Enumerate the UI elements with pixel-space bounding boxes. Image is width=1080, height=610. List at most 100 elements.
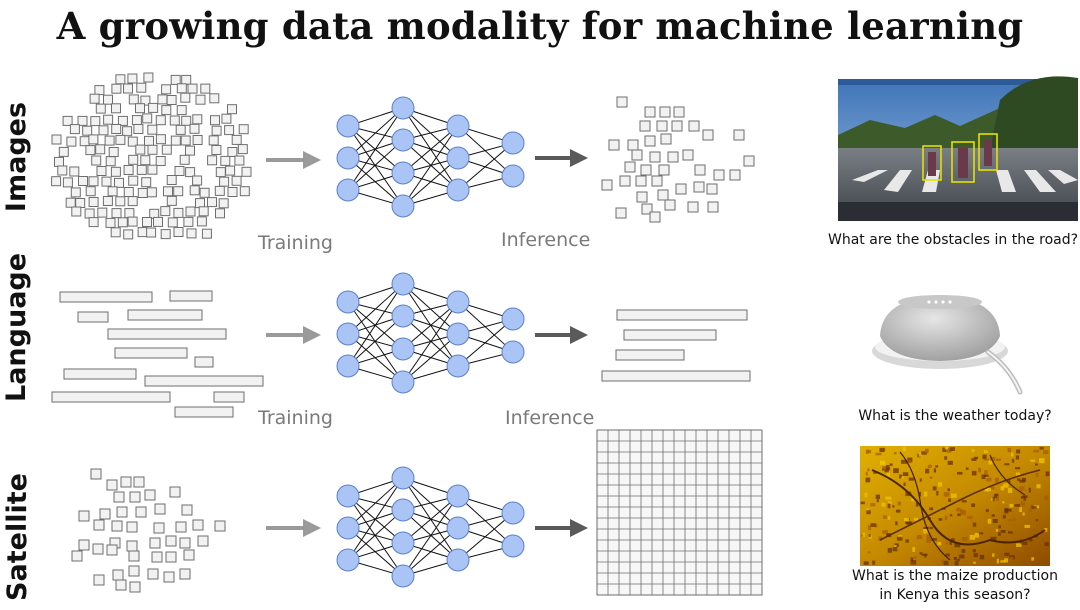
satellite-sample-square [93, 519, 105, 531]
image-sample-square [224, 125, 235, 136]
heat-pixel [907, 457, 913, 463]
satellite-sample-square [113, 491, 125, 503]
image-sample-square [123, 229, 134, 240]
heat-pixel [897, 501, 901, 506]
heat-pixel [1022, 541, 1028, 545]
image-sample-square [180, 135, 191, 146]
satellite-training-samples [71, 468, 226, 593]
heat-pixel [1014, 504, 1020, 507]
slide-title: A growing data modality for machine lear… [56, 4, 1024, 48]
satellite-sample-square [179, 537, 191, 549]
heat-pixel [984, 470, 988, 475]
image-sample-square [65, 197, 76, 208]
network-node [501, 340, 525, 364]
heat-pixel [887, 547, 892, 553]
image-output-square [694, 164, 706, 176]
network-edge [402, 125, 459, 207]
image-sample-square [70, 187, 81, 198]
image-sample-square [227, 187, 238, 197]
heat-pixel [905, 521, 911, 524]
caption-images: What are the obstacles in the road? [828, 232, 1079, 248]
image-sample-square [105, 156, 116, 167]
image-sample-square [103, 114, 114, 125]
satellite-sample-square [126, 540, 138, 552]
arrow-head [570, 326, 588, 344]
heat-pixel [1011, 452, 1014, 457]
satellite-sample-square [99, 508, 111, 520]
network-edge [347, 107, 404, 159]
image-sample-square [128, 94, 139, 105]
heat-pixel [957, 558, 960, 562]
text-bar [144, 375, 264, 387]
heat-pixel [1039, 446, 1044, 450]
image-sample-square [227, 104, 237, 115]
heat-pixel [1031, 506, 1037, 509]
heat-pixel [1030, 459, 1035, 462]
arrow-head [570, 519, 588, 537]
image-sample-square [69, 166, 80, 177]
network-edge [457, 142, 514, 191]
image-sample-square [170, 74, 181, 85]
image-output-square [658, 164, 670, 176]
network-edge [347, 139, 404, 191]
arrow-head [303, 326, 321, 344]
heat-pixel [1043, 528, 1048, 532]
image-sample-square [108, 147, 119, 157]
heat-pixel [995, 529, 998, 532]
heat-pixel [1015, 455, 1020, 460]
image-sample-square [181, 74, 192, 85]
heat-pixel [884, 469, 889, 473]
network-node [391, 564, 415, 588]
heat-pixel [938, 482, 942, 487]
heat-pixel [1009, 503, 1014, 508]
image-output-square [656, 120, 668, 132]
image-sample-square [62, 177, 73, 188]
heat-pixel [944, 446, 948, 450]
heat-pixel [1036, 484, 1041, 489]
heat-pixel [899, 474, 903, 479]
image-sample-square [192, 175, 203, 186]
image-sample-square [137, 188, 148, 198]
image-sample-square [180, 92, 191, 103]
image-sample-square [185, 206, 196, 217]
satellite-sample-square [144, 489, 156, 501]
satellite-sample-square [112, 569, 124, 581]
image-sample-square [210, 115, 220, 126]
heat-pixel [1031, 557, 1035, 561]
heat-pixel [1028, 487, 1031, 493]
text-bar [623, 329, 717, 341]
heat-pixel [887, 503, 891, 509]
heat-pixel [985, 509, 989, 513]
neural-network-icon [336, 96, 525, 218]
heat-pixel [953, 557, 957, 560]
satellite-sample-square [175, 521, 187, 533]
network-edge [347, 107, 404, 191]
satellite-sample-square [128, 565, 140, 577]
image-output-square [729, 169, 741, 181]
heat-pixel [865, 471, 868, 476]
image-sample-square [200, 83, 211, 94]
image-output-square [627, 139, 639, 151]
heat-pixel [1033, 449, 1040, 453]
image-sample-square [85, 186, 96, 197]
heat-pixel [1045, 471, 1050, 477]
heat-pixel [973, 561, 976, 564]
heat-pixel [973, 553, 978, 557]
heat-pixel [942, 447, 946, 452]
satellite-sample-square [163, 571, 175, 583]
network-node [336, 290, 360, 314]
heat-pixel [1016, 449, 1021, 454]
heat-pixel [870, 503, 876, 507]
image-output-square [649, 211, 661, 223]
image-sample-square [110, 227, 121, 238]
heat-pixel [1010, 531, 1017, 535]
text-bar [615, 349, 685, 361]
network-node [391, 128, 415, 152]
satellite-sample-square [214, 520, 226, 532]
heat-pixel [1013, 518, 1016, 521]
satellite-sample-square [128, 550, 140, 562]
heat-pixel [954, 560, 959, 566]
image-sample-square [147, 144, 158, 155]
image-sample-square [90, 116, 101, 127]
